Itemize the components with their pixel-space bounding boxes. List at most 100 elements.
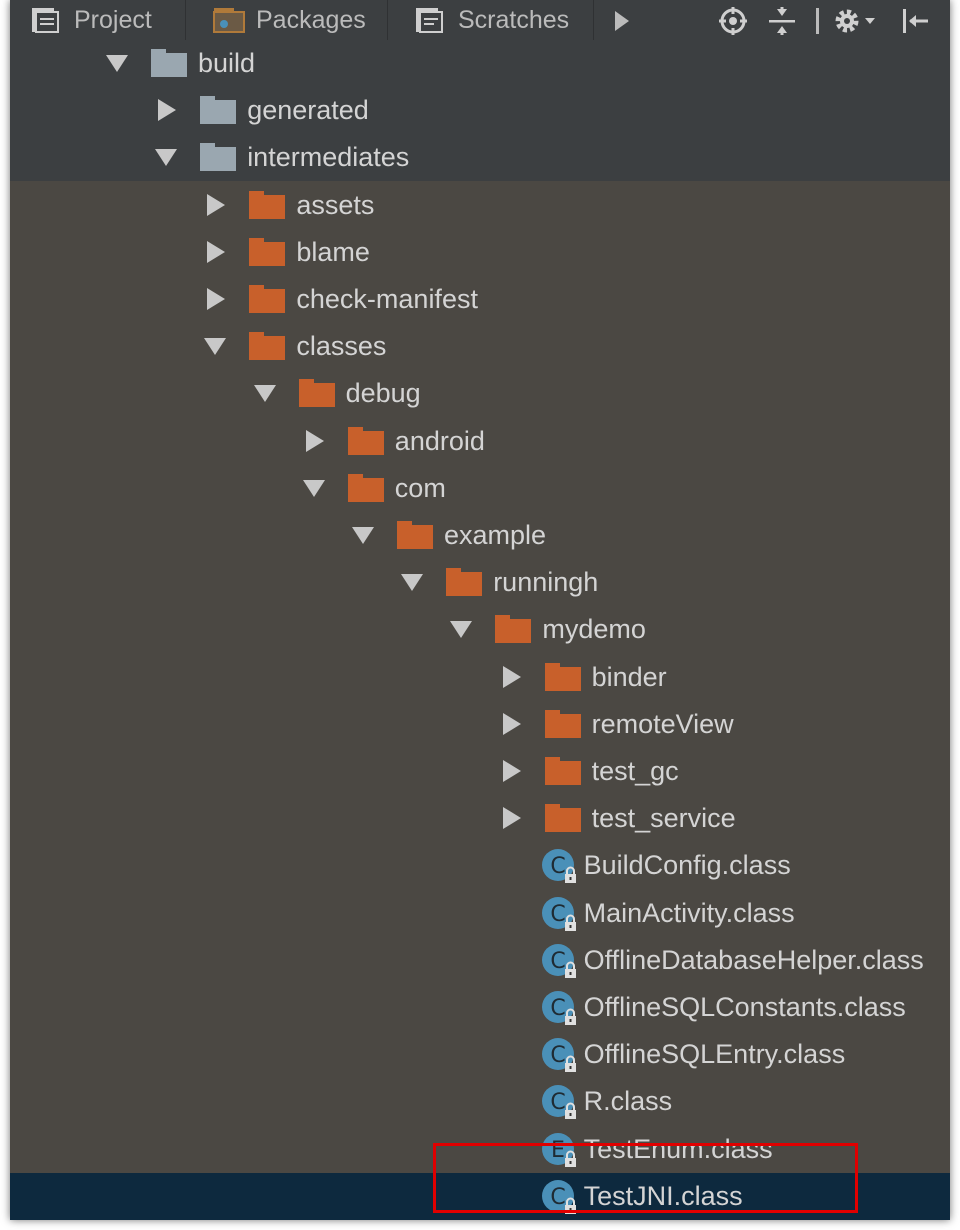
tab-packages[interactable]: Packages — [186, 0, 388, 40]
tree-folder-row[interactable]: test_gc — [10, 748, 950, 795]
tree-item-label: assets — [296, 189, 375, 220]
class-file-icon: C — [541, 849, 576, 884]
folder-icon — [249, 332, 286, 361]
tab-scratches-label: Scratches — [458, 5, 570, 34]
folder-icon — [495, 615, 532, 644]
tree-folder-row[interactable]: binder — [10, 654, 950, 701]
tree-folder-row[interactable]: build — [10, 40, 950, 87]
tree-folder-row[interactable]: android — [10, 418, 950, 465]
tree-folder-row[interactable]: mydemo — [10, 606, 950, 653]
collapsed-arrow-icon[interactable] — [202, 287, 228, 311]
tab-project[interactable]: Project — [10, 0, 186, 40]
tree-folder-row[interactable]: runningh — [10, 559, 950, 606]
class-file-icon: C — [541, 943, 576, 978]
tree-item-label: OfflineDatabaseHelper.class — [583, 944, 924, 975]
tree-folder-row[interactable]: com — [10, 465, 950, 512]
tree-file-row[interactable]: C BuildConfig.class — [10, 842, 950, 889]
folder-icon — [544, 804, 581, 833]
collapsed-arrow-icon[interactable] — [498, 665, 524, 689]
tool-window-toolbar: Project Packages Scratches — [10, 0, 950, 41]
tree-item-label: classes — [296, 331, 387, 362]
tree-item-label: OfflineSQLConstants.class — [583, 992, 906, 1022]
expanded-arrow-icon[interactable] — [301, 476, 327, 500]
tree-item-label: MainActivity.class — [583, 897, 795, 928]
svg-text:C: C — [550, 854, 565, 879]
folder-icon — [249, 237, 286, 266]
gear-icon[interactable] — [832, 6, 878, 36]
tree-item-label: BuildConfig.class — [583, 850, 791, 881]
svg-text:C: C — [550, 1043, 565, 1068]
locate-target-icon[interactable] — [718, 6, 748, 36]
tree-item-label: com — [394, 472, 446, 503]
tree-item-label: blame — [296, 236, 370, 267]
folder-icon — [446, 568, 483, 597]
enum-class-file-icon: E — [541, 1132, 576, 1167]
class-file-icon: C — [541, 896, 576, 931]
more-tabs-icon[interactable] — [607, 6, 637, 36]
tree-item-label: build — [198, 48, 256, 78]
svg-text:C: C — [550, 1090, 565, 1115]
tree-item-label: TestJNI.class — [583, 1180, 743, 1211]
tree-folder-row[interactable]: blame — [10, 229, 950, 276]
tree-folder-row[interactable]: check-manifest — [10, 276, 950, 323]
tree-item-label: binder — [591, 661, 667, 692]
collapsed-arrow-icon[interactable] — [301, 429, 327, 453]
tree-folder-row[interactable]: test_service — [10, 795, 950, 842]
collapsed-arrow-icon[interactable] — [202, 240, 228, 264]
tree-file-row[interactable]: C TestJNI.class — [10, 1172, 950, 1220]
collapse-all-icon[interactable] — [767, 6, 797, 36]
expanded-arrow-icon[interactable] — [104, 51, 130, 75]
collapsed-arrow-icon[interactable] — [498, 759, 524, 783]
folder-icon — [347, 426, 384, 455]
tree-folder-row[interactable]: remoteView — [10, 701, 950, 748]
tab-scratches[interactable]: Scratches — [388, 0, 594, 40]
tree-folder-row[interactable]: assets — [10, 182, 950, 229]
tree-item-label: android — [394, 425, 485, 456]
tree-item-label: TestEnum.class — [583, 1133, 773, 1164]
tree-item-label: debug — [345, 378, 421, 409]
folder-icon — [249, 190, 286, 219]
folder-icon — [298, 379, 335, 408]
collapsed-arrow-icon[interactable] — [498, 806, 524, 830]
tree-item-label: runningh — [493, 567, 599, 598]
collapsed-arrow-icon[interactable] — [202, 193, 228, 217]
folder-icon — [249, 285, 286, 313]
class-file-icon: C — [541, 1038, 576, 1073]
project-view-icon — [32, 8, 59, 33]
tree-item-label: generated — [247, 95, 369, 126]
collapsed-arrow-icon[interactable] — [498, 712, 524, 736]
expanded-arrow-icon[interactable] — [350, 523, 376, 547]
expanded-arrow-icon[interactable] — [153, 145, 179, 169]
expanded-arrow-icon[interactable] — [252, 381, 278, 405]
folder-icon — [200, 143, 237, 172]
hide-panel-icon[interactable] — [900, 6, 930, 36]
tree-folder-row[interactable]: intermediates — [10, 134, 950, 182]
folder-icon — [200, 96, 237, 125]
svg-text:C: C — [550, 1185, 565, 1210]
expanded-arrow-icon[interactable] — [202, 334, 228, 358]
folder-icon — [544, 662, 581, 691]
tree-folder-row[interactable]: classes — [10, 323, 950, 370]
folder-icon — [544, 709, 581, 738]
scratches-view-icon — [416, 8, 443, 33]
svg-text:C: C — [550, 949, 565, 974]
class-file-icon: C — [541, 991, 576, 1025]
toolbar-separator — [816, 8, 819, 34]
tree-file-row[interactable]: C OfflineSQLEntry.class — [10, 1031, 950, 1078]
expanded-arrow-icon[interactable] — [399, 570, 425, 594]
tree-folder-row[interactable]: generated — [10, 87, 950, 135]
tree-folder-row[interactable]: example — [10, 512, 950, 559]
expanded-arrow-icon[interactable] — [448, 617, 474, 641]
class-file-icon: C — [541, 1179, 576, 1214]
tree-folder-row[interactable]: debug — [10, 370, 950, 417]
tree-file-row[interactable]: C OfflineDatabaseHelper.class — [10, 937, 950, 984]
tree-item-label: remoteView — [591, 708, 734, 739]
svg-text:C: C — [550, 902, 565, 927]
tab-packages-label: Packages — [256, 5, 366, 34]
tree-item-label: OfflineSQLEntry.class — [583, 1039, 846, 1070]
tree-file-row[interactable]: C MainActivity.class — [10, 890, 950, 937]
collapsed-arrow-icon[interactable] — [153, 98, 179, 122]
